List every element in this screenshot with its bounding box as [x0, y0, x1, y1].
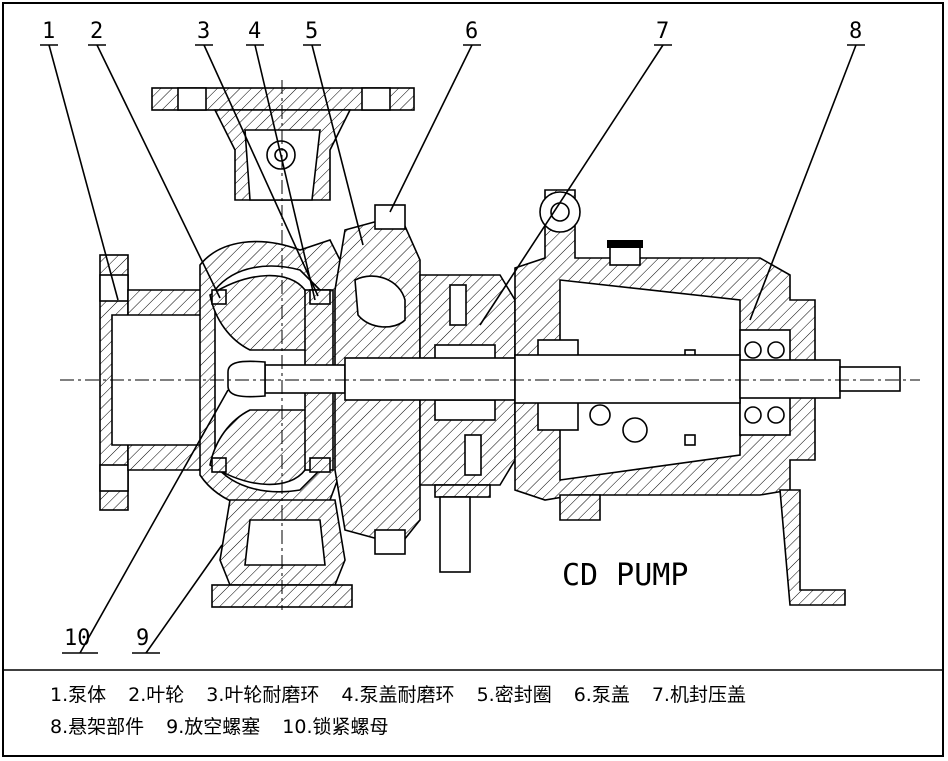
leader-lines [40, 44, 865, 654]
legend-row-2: 8.悬架部件 9.放空螺塞 10.锁紧螺母 [50, 712, 411, 739]
legend-item-3: 3.叶轮耐磨环 [206, 684, 320, 706]
discharge-flange [151, 87, 415, 201]
impeller-wear-ring-lower [211, 457, 227, 473]
legend-item-10: 10.锁紧螺母 [282, 716, 389, 738]
legend-item-1: 1.泵体 [50, 684, 107, 706]
callout-7: 7 [656, 19, 669, 44]
legend-row-1: 1.泵体 2.叶轮 3.叶轮耐磨环 4.泵盖耐磨环 5.密封圈 6.泵盖 7.机封压盖 [50, 680, 768, 707]
callout-9: 9 [136, 626, 149, 651]
suction-flange [99, 254, 216, 511]
callout-6: 6 [465, 19, 478, 44]
legend-item-5: 5.密封圈 [476, 684, 552, 706]
cover-wear-ring-lower [309, 457, 331, 473]
legend-item-8: 8.悬架部件 [50, 716, 145, 738]
legend-item-9: 9.放空螺塞 [166, 716, 261, 738]
callout-8: 8 [849, 19, 862, 44]
legend-item-7: 7.机封压盖 [651, 684, 746, 706]
cover-wear-ring [309, 289, 331, 305]
shaft [227, 354, 901, 404]
seal-gland [419, 274, 516, 573]
callout-10: 10 [64, 626, 91, 651]
callout-1: 1 [42, 19, 55, 44]
callout-3: 3 [197, 19, 210, 44]
legend-item-2: 2.叶轮 [128, 684, 185, 706]
callout-5: 5 [305, 19, 318, 44]
callout-2: 2 [90, 19, 103, 44]
legend-item-4: 4.泵盖耐磨环 [341, 684, 455, 706]
callout-4: 4 [248, 19, 261, 44]
legend-item-6: 6.泵盖 [573, 684, 630, 706]
diagram-title: CD PUMP [562, 558, 688, 593]
bracket-foot [559, 489, 846, 606]
